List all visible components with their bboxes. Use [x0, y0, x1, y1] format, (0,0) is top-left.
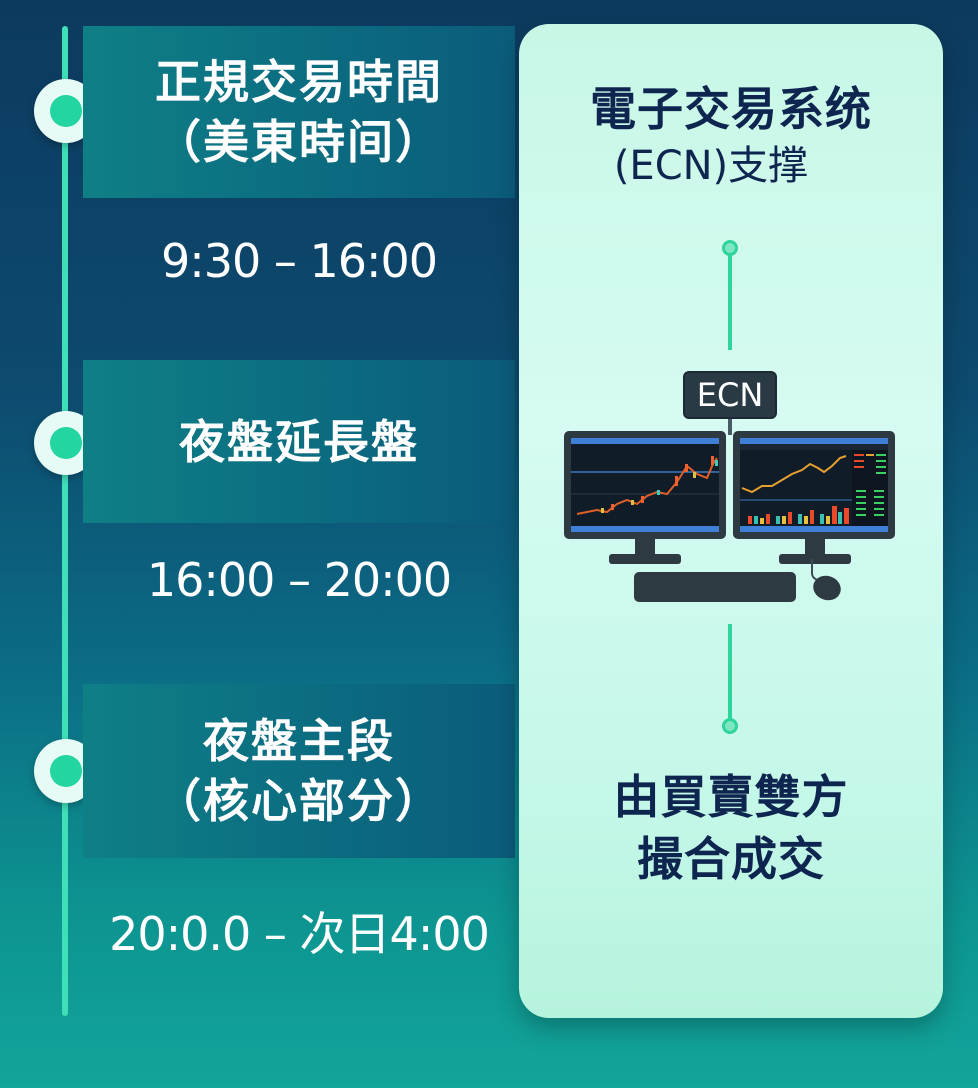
- card-bottom-text: 由買賣雙方 撮合成交: [559, 766, 903, 890]
- card-bottom-line-2: 撮合成交: [637, 832, 825, 886]
- monitor-left-stand: [635, 539, 655, 557]
- session-subtitle: （核心部分）: [155, 774, 443, 828]
- card-title-line-1: 電子交易系统: [590, 82, 872, 136]
- card-bottom-line-1: 由買賣雙方: [613, 770, 849, 824]
- ecn-info-card: 電子交易系统 (ECN)支撑 ECN: [519, 24, 943, 1018]
- timeline-line: [62, 26, 68, 1016]
- node-dot-icon: [50, 427, 82, 459]
- ecn-sign-post: [728, 419, 732, 435]
- node-dot-icon: [50, 755, 82, 787]
- session-subtitle: （美東時间）: [155, 115, 443, 169]
- keyboard-icon: [634, 572, 796, 602]
- card-title-line-2: (ECN)支撑: [613, 143, 809, 189]
- ecn-sign: ECN: [683, 371, 777, 419]
- session-title: 夜盤延長盤: [179, 414, 419, 469]
- monitor-left-icon: [564, 431, 726, 539]
- session-time-2: 16:00 – 20:00: [146, 553, 452, 607]
- monitor-left-base: [609, 554, 681, 564]
- monitor-right-icon: [733, 431, 895, 539]
- session-title-band-1: 正規交易時間 （美東時间）: [83, 26, 515, 198]
- session-time-3: 20:0.0 – 次日4:00: [109, 907, 490, 961]
- connector-line-top: [728, 254, 732, 350]
- session-title: 夜盤主段: [203, 714, 395, 768]
- ecn-label: ECN: [696, 376, 764, 414]
- session-title-band-3: 夜盤主段 （核心部分）: [83, 684, 515, 858]
- session-time-1: 9:30 – 16:00: [160, 234, 438, 288]
- monitor-right-stand: [805, 539, 825, 557]
- session-title-band-2: 夜盤延長盤: [83, 360, 515, 523]
- card-title: 電子交易系统 (ECN)支撑: [576, 79, 886, 193]
- connector-dot-bottom: [722, 718, 738, 734]
- connector-line-bottom: [728, 624, 732, 720]
- session-title: 正規交易時間: [155, 55, 443, 109]
- node-dot-icon: [50, 95, 82, 127]
